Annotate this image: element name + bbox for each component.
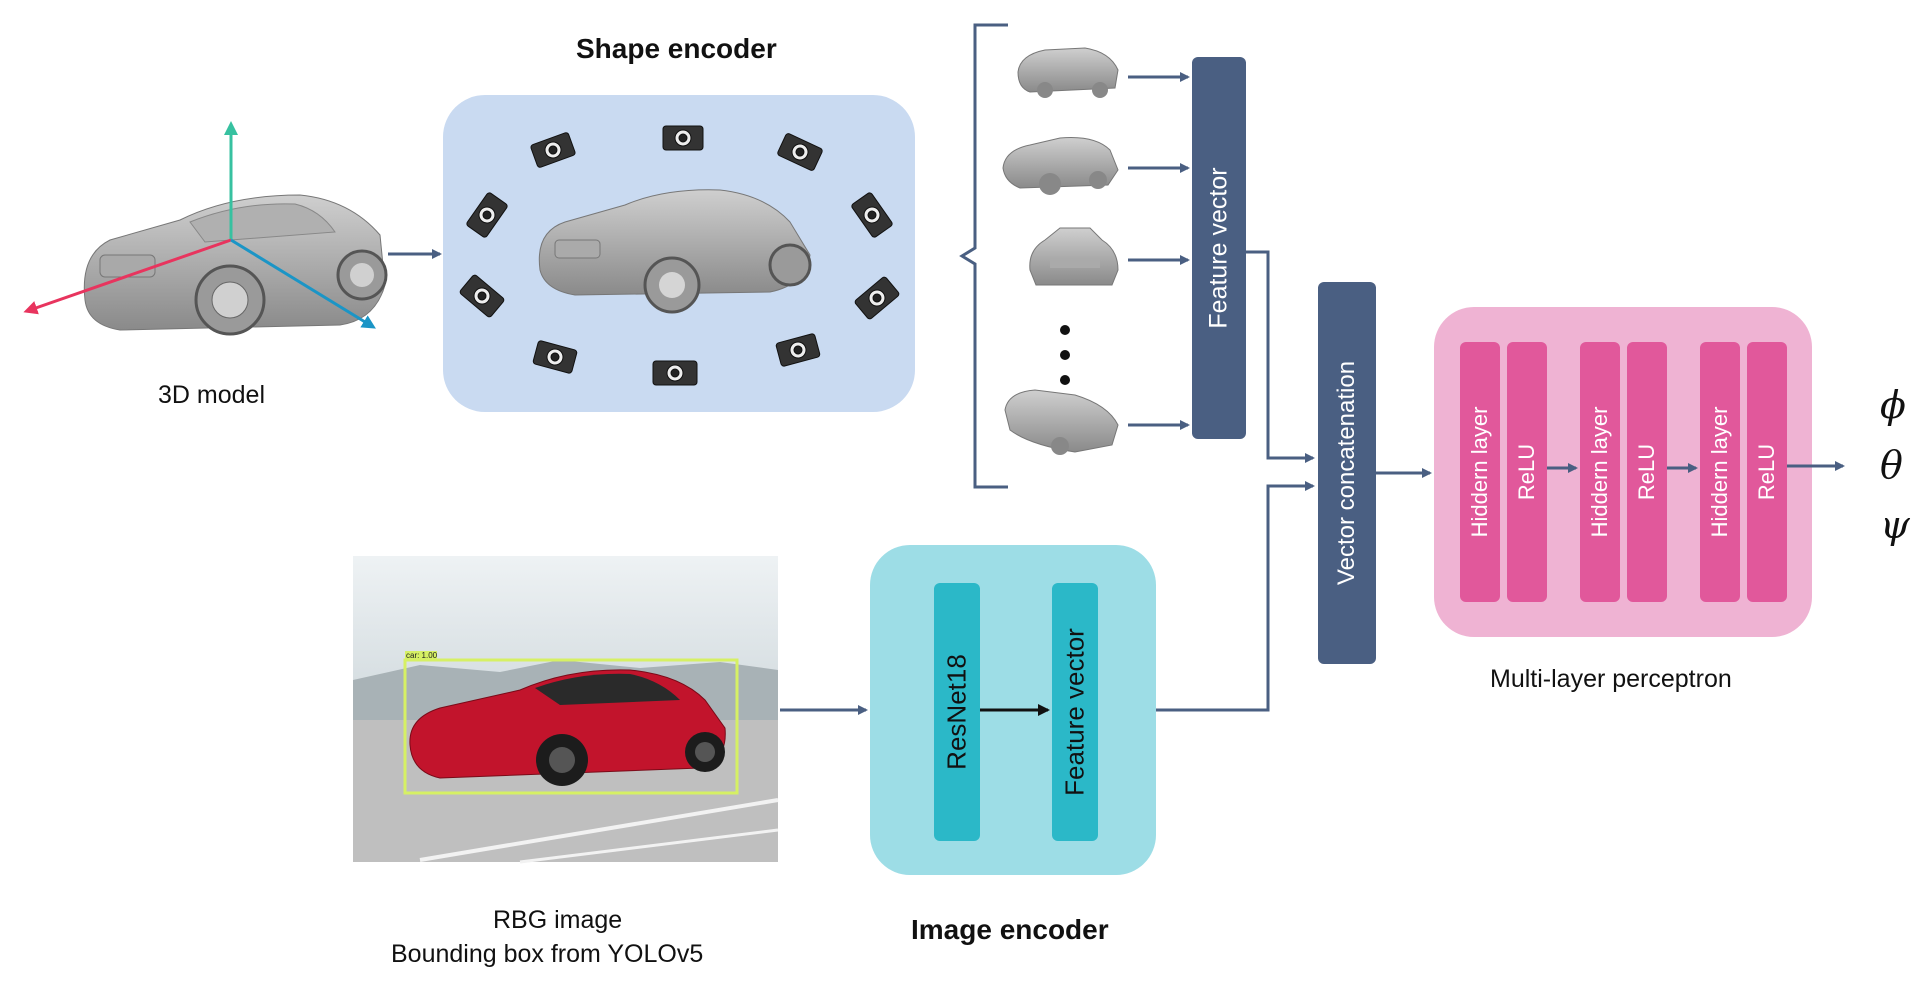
axis-right-arrow xyxy=(230,238,376,329)
detection-tag-bg xyxy=(405,651,437,661)
resnet-bar xyxy=(934,583,980,841)
car-render-icon xyxy=(538,189,812,314)
bbox-source-label: Bounding box from YOLOv5 xyxy=(391,940,704,968)
car-3d-model-icon xyxy=(83,194,388,336)
relu-label-3: ReLU xyxy=(1754,443,1779,501)
relu-label-1: ReLU xyxy=(1514,443,1539,501)
relu-label-2: ReLU xyxy=(1634,443,1659,501)
feature-vector-image-label: Feature vector xyxy=(1059,628,1090,796)
view-thumbnail-1 xyxy=(1017,47,1119,98)
axis-left-arrow xyxy=(23,238,232,315)
feature-vector-shape-box xyxy=(1192,57,1246,439)
output-psi: ψ xyxy=(1880,503,1910,547)
camera-ring-icons xyxy=(459,125,900,386)
hidden-layer-label-1: Hiddern layer xyxy=(1467,406,1492,538)
view-thumbnail-3 xyxy=(1029,227,1119,286)
rgb-image-photo xyxy=(353,556,779,864)
relu-bar xyxy=(1627,342,1667,602)
hidden-layer-bar xyxy=(1460,342,1500,602)
arrow-image-to-concat xyxy=(1156,481,1315,712)
feature-vector-image-bar xyxy=(1052,583,1098,841)
output-theta: θ xyxy=(1880,443,1903,487)
hidden-layer-label-2: Hiddern layer xyxy=(1587,406,1612,538)
image-encoder-title: Image encoder xyxy=(911,914,1109,945)
relu-bar xyxy=(1507,342,1547,602)
vector-concatenation-label: Vector concatenation xyxy=(1333,360,1360,586)
detection-tag-text: car: 1.00 xyxy=(406,651,438,660)
rgb-image-label: RBG image xyxy=(493,906,623,934)
hidden-layer-bar xyxy=(1580,342,1620,602)
detection-bounding-box xyxy=(403,658,739,795)
mlp-label: Multi-layer perceptron xyxy=(1490,665,1732,693)
ellipsis-dot xyxy=(1060,325,1070,335)
arrow-shape-to-concat xyxy=(1246,250,1315,463)
output-phi: ϕ xyxy=(1880,383,1906,427)
feature-vector-shape-label: Feature vector xyxy=(1204,167,1233,329)
relu-bar xyxy=(1747,342,1787,602)
model-3d-label: 3D model xyxy=(158,381,265,409)
resnet-label: ResNet18 xyxy=(941,654,972,770)
view-thumbnail-2 xyxy=(1002,137,1119,195)
ellipsis-dot xyxy=(1060,375,1070,385)
shape-encoder-title: Shape encoder xyxy=(576,33,777,64)
vector-concatenation-box xyxy=(1318,282,1376,664)
hidden-layer-label-3: Hiddern layer xyxy=(1707,406,1732,538)
ellipsis-dot xyxy=(1060,350,1070,360)
hidden-layer-bar xyxy=(1700,342,1740,602)
view-thumbnail-4 xyxy=(1004,389,1119,455)
views-brace xyxy=(959,23,1008,489)
